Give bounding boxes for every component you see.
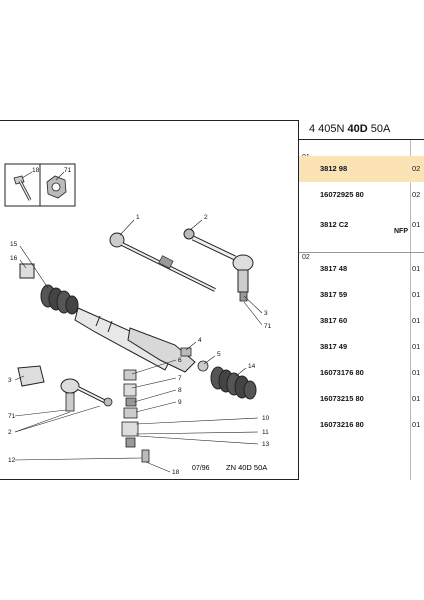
part-row[interactable]: 16073176 80 01 bbox=[299, 360, 424, 386]
exploded-diagram: 18 71 1 2 15 16 3 71 4 5 14 6 7 8 9 3 71… bbox=[4, 163, 272, 476]
group-label: 02 bbox=[302, 254, 310, 261]
callout-label: 18 bbox=[172, 469, 180, 476]
part-quantity: 01 bbox=[412, 316, 421, 325]
diagram-date: 07/96 bbox=[192, 465, 210, 472]
part-row[interactable]: 16073215 80 01 bbox=[299, 386, 424, 412]
inset-box bbox=[4, 163, 76, 207]
callout-label: 4 bbox=[198, 337, 202, 344]
part-reference: 16073215 80 bbox=[320, 394, 364, 403]
model-header: 4 405N 40D 50A bbox=[299, 120, 424, 140]
part-quantity: 01 bbox=[412, 420, 421, 429]
steering-rack bbox=[74, 307, 196, 373]
part-note: NFP bbox=[394, 228, 408, 235]
callout-label: 18 bbox=[32, 167, 40, 174]
part-reference: 3817 59 bbox=[320, 290, 348, 299]
callout-label: 9 bbox=[178, 399, 182, 406]
qty-column-divider bbox=[410, 140, 411, 480]
tie-rod-end-lower bbox=[17, 365, 113, 412]
part-row[interactable]: 3817 48 01 bbox=[299, 256, 424, 282]
parts-sheet: 18 71 1 2 15 16 3 71 4 5 14 6 7 8 9 3 71… bbox=[0, 120, 424, 480]
part-reference: 3817 49 bbox=[320, 342, 348, 351]
model-variant: 40D bbox=[347, 123, 368, 135]
callout-label: 14 bbox=[248, 363, 256, 370]
callout-label: 16 bbox=[10, 255, 18, 262]
callout-label: 8 bbox=[178, 387, 182, 394]
part-reference: 3817 48 bbox=[320, 264, 348, 273]
panel-divider bbox=[298, 120, 299, 480]
part-row[interactable]: 16072925 80 02 bbox=[299, 182, 424, 208]
pinion-stack bbox=[121, 369, 150, 463]
inner-tie-rod bbox=[109, 232, 216, 292]
bellows-right bbox=[210, 366, 257, 400]
part-quantity: 01 bbox=[412, 394, 421, 403]
callout-labels: 18 71 1 2 15 16 3 71 4 5 14 6 7 8 9 3 71… bbox=[8, 167, 272, 476]
callout-label: 12 bbox=[8, 457, 16, 464]
part-quantity: 01 bbox=[412, 264, 421, 273]
callout-label: 15 bbox=[10, 241, 18, 248]
callout-label: 3 bbox=[8, 377, 12, 384]
callout-label: 5 bbox=[217, 351, 221, 358]
callout-label: 6 bbox=[178, 357, 182, 364]
nut-icon bbox=[46, 175, 67, 199]
model-suffix: 50A bbox=[370, 123, 391, 135]
bellows-left bbox=[19, 263, 79, 315]
callout-label: 13 bbox=[262, 441, 270, 448]
part-row[interactable]: 3812 98 02 bbox=[299, 156, 424, 182]
clamp-parts bbox=[180, 347, 209, 372]
model-code: 4 405N bbox=[309, 123, 345, 135]
part-quantity: 01 bbox=[412, 342, 421, 351]
part-reference: 16072925 80 bbox=[320, 190, 364, 199]
frame-bottom bbox=[0, 479, 298, 480]
part-quantity: 02 bbox=[412, 164, 421, 173]
leader-lines bbox=[14, 171, 263, 473]
bolt-icon bbox=[13, 175, 32, 201]
callout-label: 71 bbox=[64, 167, 72, 174]
callout-label: 10 bbox=[262, 415, 270, 422]
part-row[interactable]: 3817 59 01 bbox=[299, 282, 424, 308]
part-row[interactable]: 3817 60 01 bbox=[299, 308, 424, 334]
group-separator bbox=[299, 252, 424, 253]
callout-label: 7 bbox=[178, 375, 182, 382]
callout-label: 71 bbox=[8, 413, 16, 420]
part-row[interactable]: 3817 49 01 bbox=[299, 334, 424, 360]
callout-label: 3 bbox=[264, 310, 268, 317]
part-reference: 16073176 80 bbox=[320, 368, 364, 377]
callout-label: 2 bbox=[204, 214, 208, 221]
callout-label: 71 bbox=[264, 323, 272, 330]
part-reference: 3817 60 bbox=[320, 316, 348, 325]
callout-label: 2 bbox=[8, 429, 12, 436]
part-reference: 3812 98 bbox=[320, 164, 348, 173]
frame-top bbox=[0, 120, 298, 121]
callout-label: 11 bbox=[262, 429, 269, 436]
part-quantity: 01 bbox=[412, 368, 421, 377]
part-quantity: 01 bbox=[412, 290, 421, 299]
part-quantity: 02 bbox=[412, 190, 421, 199]
tie-rod-end-upper bbox=[183, 228, 254, 302]
part-row[interactable]: 16073216 80 01 bbox=[299, 412, 424, 438]
part-quantity: 01 bbox=[412, 220, 421, 229]
part-reference: 16073216 80 bbox=[320, 420, 364, 429]
diagram-code: ZN 40D 50A bbox=[226, 463, 267, 472]
callout-label: 1 bbox=[136, 214, 140, 221]
part-reference: 3812 C2 bbox=[320, 220, 349, 229]
